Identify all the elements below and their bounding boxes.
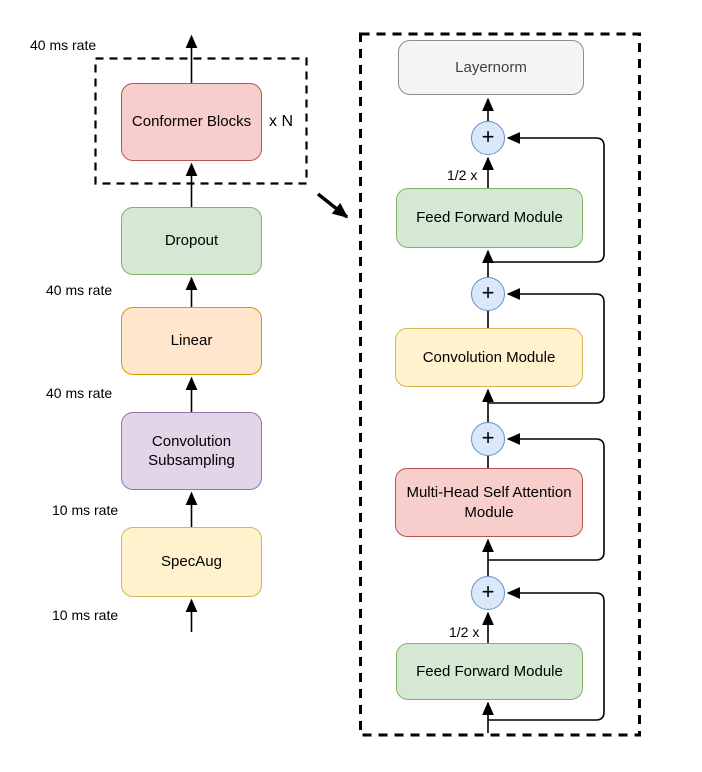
rate-label-input: 10 ms rate: [52, 607, 119, 623]
residual-around-convmodule: [488, 288, 605, 404]
conformer-block-detail-dashed-outline: [359, 32, 641, 737]
linear-node: Linear: [121, 307, 262, 375]
rate-label-above-linear: 40 ms rate: [46, 282, 113, 298]
repeat-count-label: x N: [269, 113, 293, 130]
layernorm-label: Layernorm: [455, 58, 527, 76]
residual-around-mhsa: [488, 433, 605, 561]
plus-icon: +: [481, 579, 495, 604]
dropout-label: Dropout: [164, 232, 219, 250]
plus-icon: +: [481, 124, 495, 149]
convolution-subsampling-label: Convolution Subsampling: [148, 432, 235, 469]
feed-forward-bottom-label: Feed Forward Module: [416, 662, 563, 680]
adder-circle-bottom: +: [471, 576, 505, 610]
layernorm-node: Layernorm: [398, 40, 584, 95]
half-scale-label-top: 1/2 x: [447, 167, 478, 183]
convolution-module-node: Convolution Module: [395, 328, 583, 387]
residual-around-ffn-top: [488, 132, 605, 263]
half-scale-label-bottom: 1/2 x: [449, 624, 480, 640]
adder-circle-conv: +: [471, 277, 505, 311]
convolution-subsampling-node: Convolution Subsampling: [121, 412, 262, 490]
conformer-blocks-dashed-outline: [94, 57, 308, 185]
multi-head-self-attention-node: Multi-Head Self Attention Module: [395, 468, 583, 537]
residual-around-ffn-bottom: [488, 587, 605, 721]
specaug-node: SpecAug: [121, 527, 262, 597]
plus-icon: +: [481, 425, 495, 450]
specaug-label: SpecAug: [161, 553, 222, 571]
feed-forward-bottom-node: Feed Forward Module: [396, 643, 583, 700]
arrow-expand-conformer-block: [316, 192, 349, 219]
linear-label: Linear: [170, 332, 213, 350]
adder-circle-top: +: [471, 121, 505, 155]
convolution-module-label: Convolution Module: [422, 348, 556, 366]
conformer-blocks-label: Conformer Blocks: [131, 113, 252, 131]
feed-forward-top-node: Feed Forward Module: [396, 188, 583, 248]
dropout-node: Dropout: [121, 207, 262, 275]
conformer-blocks-node: Conformer Blocks: [121, 83, 262, 161]
plus-icon: +: [481, 280, 495, 305]
rate-label-above-specaug: 10 ms rate: [52, 502, 119, 518]
rate-label-above-convsub: 40 ms rate: [46, 385, 113, 401]
adder-circle-mhsa: +: [471, 422, 505, 456]
multi-head-self-attention-label: Multi-Head Self Attention Module: [406, 484, 572, 521]
feed-forward-top-label: Feed Forward Module: [416, 209, 563, 227]
rate-label-top: 40 ms rate: [30, 37, 97, 53]
